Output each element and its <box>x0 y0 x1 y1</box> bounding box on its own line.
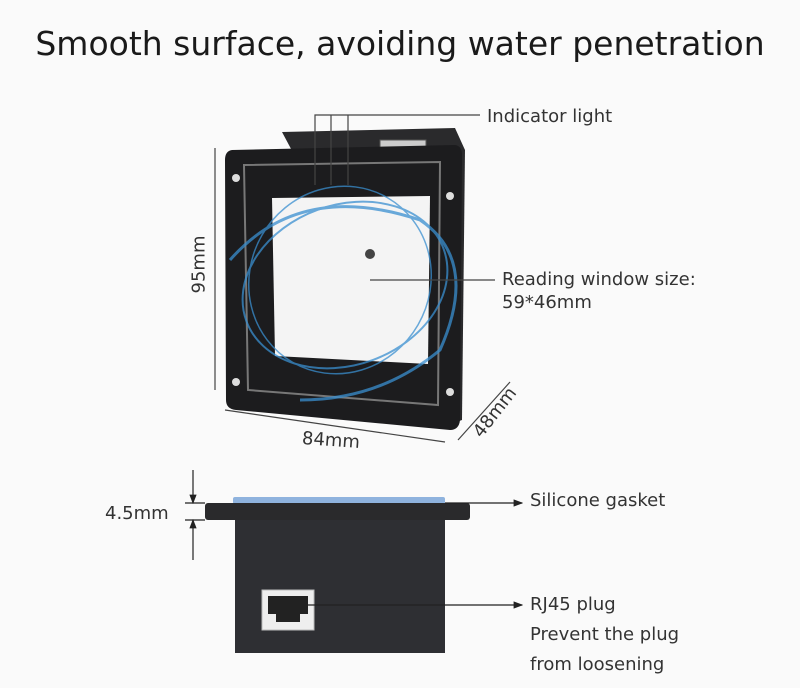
indicator-leader-line <box>314 114 480 185</box>
indicator-light <box>365 249 375 259</box>
indicator-light-label: Indicator light <box>487 106 613 127</box>
rj45-note-line2: from loosening <box>530 654 665 675</box>
water-splash <box>228 185 458 402</box>
depth-dim-line <box>457 381 511 441</box>
frame-gasket-outline <box>242 160 442 407</box>
rj45-note-line1: Prevent the plug <box>530 624 680 645</box>
rj45-label: RJ45 plug <box>530 594 616 615</box>
reading-window-size: 59*46mm <box>502 292 592 313</box>
flange-thickness: 4.5mm <box>105 503 169 524</box>
height-dimension: 95mm <box>188 235 210 294</box>
mounting-flange <box>205 503 470 520</box>
flange-dim-ticks <box>185 502 205 521</box>
reading-window <box>272 196 430 364</box>
mounting-hole <box>446 192 454 200</box>
silicone-gasket <box>233 497 445 504</box>
reader-side-view <box>205 497 470 653</box>
width-dim-line <box>224 409 446 443</box>
width-dimension: 84mm <box>301 428 361 453</box>
rj45-socket-icon <box>268 596 308 622</box>
mounting-hole <box>232 378 240 386</box>
mounting-hole <box>446 388 454 396</box>
reading-window-label: Reading window size: <box>502 269 696 290</box>
page-title: Smooth surface, avoiding water penetrati… <box>35 24 765 63</box>
reader-front-view <box>225 128 465 430</box>
device-body <box>235 520 445 653</box>
silicone-gasket-label: Silicone gasket <box>530 490 666 511</box>
mounting-hole <box>232 174 240 182</box>
